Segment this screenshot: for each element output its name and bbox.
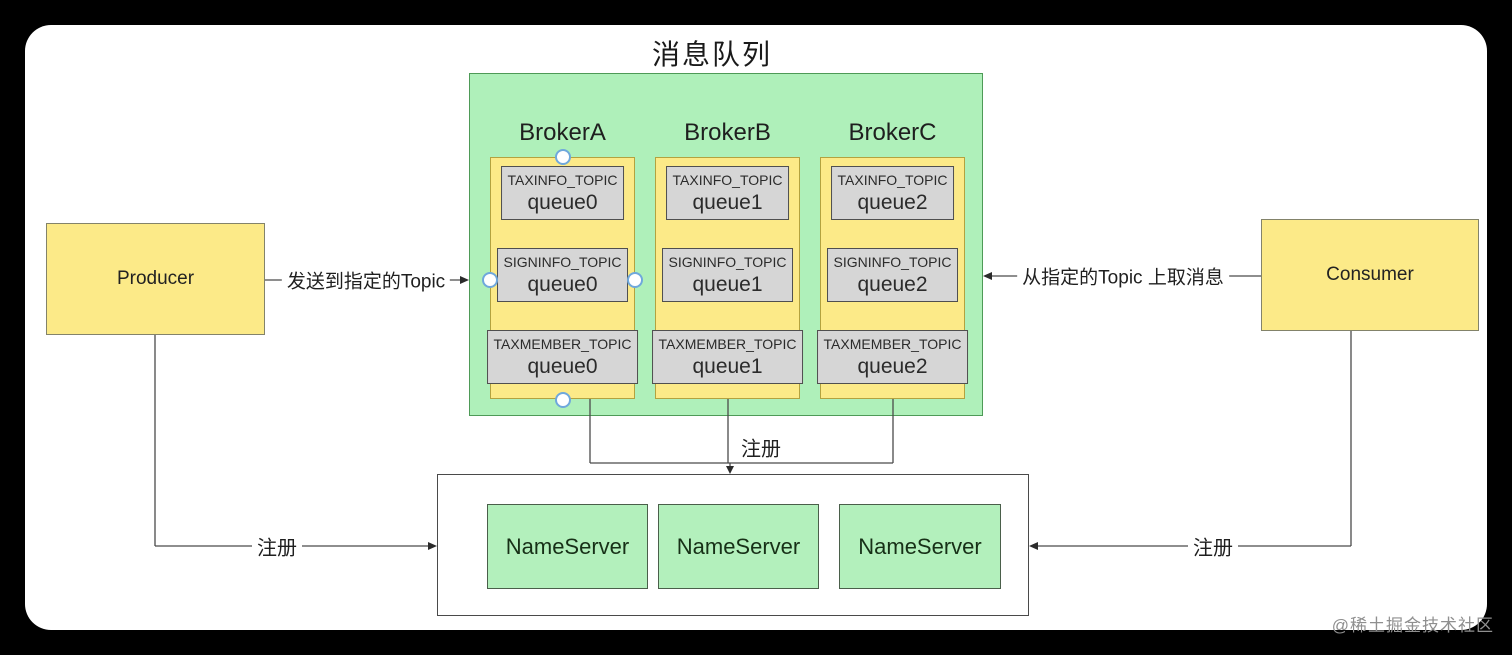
broker-register-label: 注册 [741, 438, 781, 461]
queue-box: TAXINFO_TOPIC queue2 [830, 166, 955, 220]
broker-a-box: TAXINFO_TOPIC queue0 SIGNINFO_TOPIC queu… [486, 157, 639, 399]
consumer-register-label: 注册 [1188, 531, 1238, 561]
nameserver-box: NameServer [839, 504, 1001, 589]
send-edge-label: 发送到指定的Topic [281, 266, 451, 294]
producer-label: Producer [116, 268, 195, 289]
queue-box: TAXINFO_TOPIC queue1 [665, 166, 790, 220]
queue-box: SIGNINFO_TOPIC queue2 [826, 248, 959, 302]
broker-c-label: BrokerC [848, 119, 937, 146]
queue-box: TAXINFO_TOPIC queue0 [500, 166, 625, 220]
consumer-label: Consumer [1326, 264, 1414, 285]
topic-name: TAXINFO_TOPIC [837, 172, 948, 188]
nameserver-label: NameServer [676, 533, 801, 559]
broker-c-box: TAXINFO_TOPIC queue2 SIGNINFO_TOPIC queu… [816, 157, 969, 399]
nameserver-label: NameServer [858, 533, 982, 559]
queue-box: SIGNINFO_TOPIC queue0 [496, 248, 629, 302]
queue-name: queue2 [857, 191, 928, 214]
nameserver-label: NameServer [505, 533, 630, 559]
queue-name: queue2 [857, 355, 928, 378]
watermark: @稀土掘金技术社区 [1331, 616, 1494, 635]
topic-name: SIGNINFO_TOPIC [503, 254, 622, 270]
queue-name: queue1 [692, 273, 763, 296]
nameserver-cluster-container: NameServer NameServer NameServer [437, 474, 1029, 616]
queue-name: queue0 [527, 191, 598, 214]
topic-name: TAXINFO_TOPIC [507, 172, 618, 188]
queue-name: queue0 [527, 273, 598, 296]
queue-box: SIGNINFO_TOPIC queue1 [661, 248, 794, 302]
topic-name: TAXINFO_TOPIC [672, 172, 783, 188]
queue-name: queue0 [527, 355, 598, 378]
queue-box: TAXMEMBER_TOPIC queue1 [651, 330, 804, 384]
queue-box: TAXMEMBER_TOPIC queue2 [816, 330, 969, 384]
broker-b-box: TAXINFO_TOPIC queue1 SIGNINFO_TOPIC queu… [651, 157, 804, 399]
diagram-title: 消息队列 [651, 39, 772, 70]
broker-b-label: BrokerB [684, 119, 771, 146]
topic-name: TAXMEMBER_TOPIC [493, 336, 632, 352]
consumer-box: Consumer [1261, 219, 1479, 331]
topic-name: TAXMEMBER_TOPIC [658, 336, 797, 352]
nameserver-box: NameServer [487, 504, 648, 589]
producer-register-label: 注册 [252, 531, 302, 561]
queue-name: queue1 [692, 355, 763, 378]
queue-box: TAXMEMBER_TOPIC queue0 [486, 330, 639, 384]
nameserver-box: NameServer [658, 504, 819, 589]
producer-box: Producer [46, 223, 265, 335]
consume-edge-label: 从指定的Topic 上取消息 [1017, 262, 1229, 290]
queue-name: queue2 [857, 273, 928, 296]
topic-name: TAXMEMBER_TOPIC [823, 336, 962, 352]
queue-name: queue1 [692, 191, 763, 214]
broker-a-label: BrokerA [519, 119, 606, 146]
topic-name: SIGNINFO_TOPIC [833, 254, 952, 270]
topic-name: SIGNINFO_TOPIC [668, 254, 787, 270]
